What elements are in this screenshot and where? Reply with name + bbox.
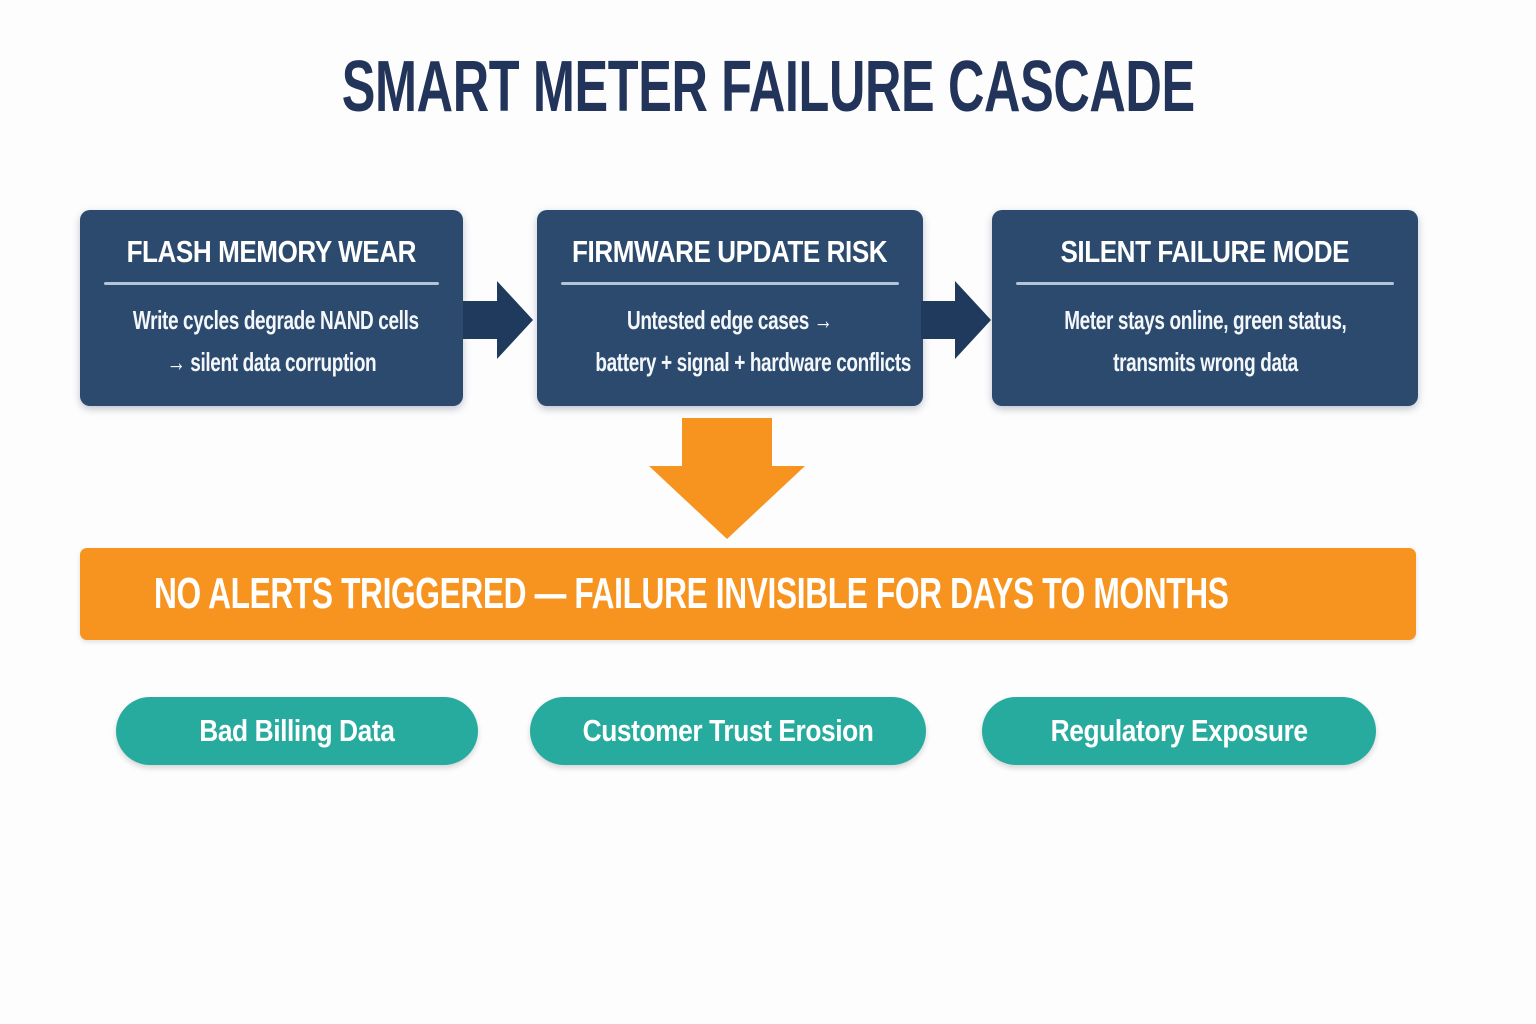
outcome-pill-customer-trust-erosion: Customer Trust Erosion (530, 697, 926, 765)
right-arrow-icon (921, 281, 991, 359)
stage-heading: SILENT FAILURE MODE (992, 232, 1418, 272)
stage-heading-text: SILENT FAILURE MODE (1060, 234, 1350, 269)
stage-description-line: Untested edge cases → (537, 299, 923, 341)
heading-divider (1016, 282, 1394, 285)
stage-box-silent-failure-mode: SILENT FAILURE MODE Meter stays online, … (992, 210, 1418, 406)
heading-divider (561, 282, 899, 285)
stage-description-text: Untested edge cases → (627, 305, 833, 335)
alert-banner-text: NO ALERTS TRIGGERED — FAILURE INVISIBLE … (154, 569, 1229, 618)
stage-heading-text: FLASH MEMORY WEAR (126, 234, 417, 269)
outcome-pill-regulatory-exposure: Regulatory Exposure (982, 697, 1376, 765)
stage-box-flash-memory-wear: FLASH MEMORY WEAR Write cycles degrade N… (80, 210, 463, 406)
page-title-text: SMART METER FAILURE CASCADE (341, 47, 1195, 127)
right-arrow-icon (463, 281, 533, 359)
outcome-pill-label: Regulatory Exposure (1050, 713, 1308, 748)
outcome-pill-label: Bad Billing Data (199, 713, 395, 748)
down-arrow-icon (649, 418, 805, 539)
stage-heading: FLASH MEMORY WEAR (80, 232, 463, 272)
alert-banner: NO ALERTS TRIGGERED — FAILURE INVISIBLE … (80, 548, 1416, 640)
stage-description-line: Meter stays online, green status, (992, 299, 1418, 341)
stage-box-firmware-update-risk: FIRMWARE UPDATE RISK Untested edge cases… (537, 210, 923, 406)
stage-description-text: transmits wrong data (1112, 347, 1298, 377)
page-title: SMART METER FAILURE CASCADE (0, 46, 1536, 128)
outcome-pill-label: Customer Trust Erosion (582, 713, 874, 748)
stage-description-text: → silent data corruption (166, 347, 377, 377)
stage-description-line: transmits wrong data (992, 341, 1418, 383)
stage-description-line: Write cycles degrade NAND cells (80, 299, 463, 341)
heading-divider (104, 282, 439, 285)
stage-heading-text: FIRMWARE UPDATE RISK (572, 234, 888, 269)
stage-description-text: Write cycles degrade NAND cells (132, 305, 419, 335)
stage-description-line: → silent data corruption (80, 341, 463, 383)
stage-heading: FIRMWARE UPDATE RISK (537, 232, 923, 272)
stage-description-text: battery + signal + hardware conflicts (595, 347, 911, 377)
stage-description-line: battery + signal + hardware conflicts (537, 341, 923, 383)
stage-description-text: Meter stays online, green status, (1063, 305, 1347, 335)
outcome-pill-bad-billing-data: Bad Billing Data (116, 697, 478, 765)
